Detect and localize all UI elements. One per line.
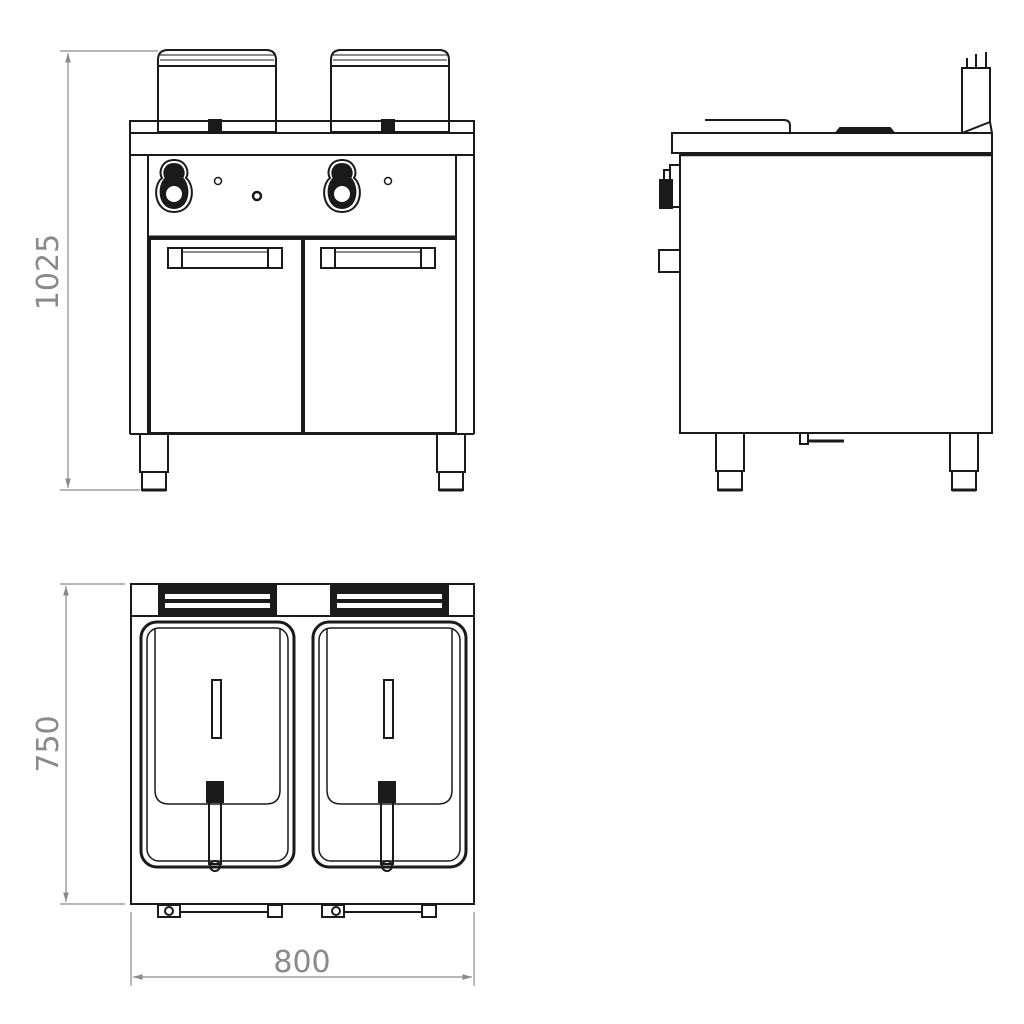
fry-basket-left bbox=[139, 620, 296, 872]
vent-left bbox=[158, 583, 277, 617]
door-handle-left bbox=[167, 247, 283, 269]
top-view bbox=[130, 583, 475, 918]
side-connector bbox=[658, 249, 681, 273]
leg-left bbox=[139, 433, 169, 492]
fry-basket-right bbox=[311, 620, 468, 872]
vent-right bbox=[330, 583, 449, 617]
front-view bbox=[129, 49, 475, 492]
knob-side bbox=[659, 164, 681, 209]
knob-left bbox=[155, 158, 193, 214]
depth-label: 750 bbox=[31, 715, 66, 772]
knob-right bbox=[323, 158, 361, 214]
basket-right bbox=[330, 49, 450, 133]
depth-dimension bbox=[60, 583, 125, 905]
basket-left bbox=[157, 49, 277, 133]
leg-right bbox=[436, 433, 466, 492]
drain-tap bbox=[799, 432, 844, 445]
side-view bbox=[658, 52, 993, 492]
front-knobs-plan bbox=[157, 904, 437, 918]
door-handle-right bbox=[320, 247, 436, 269]
height-label: 1025 bbox=[31, 234, 66, 310]
width-dimension bbox=[130, 912, 475, 986]
height-dimension bbox=[60, 50, 158, 491]
width-label: 800 bbox=[273, 945, 330, 980]
